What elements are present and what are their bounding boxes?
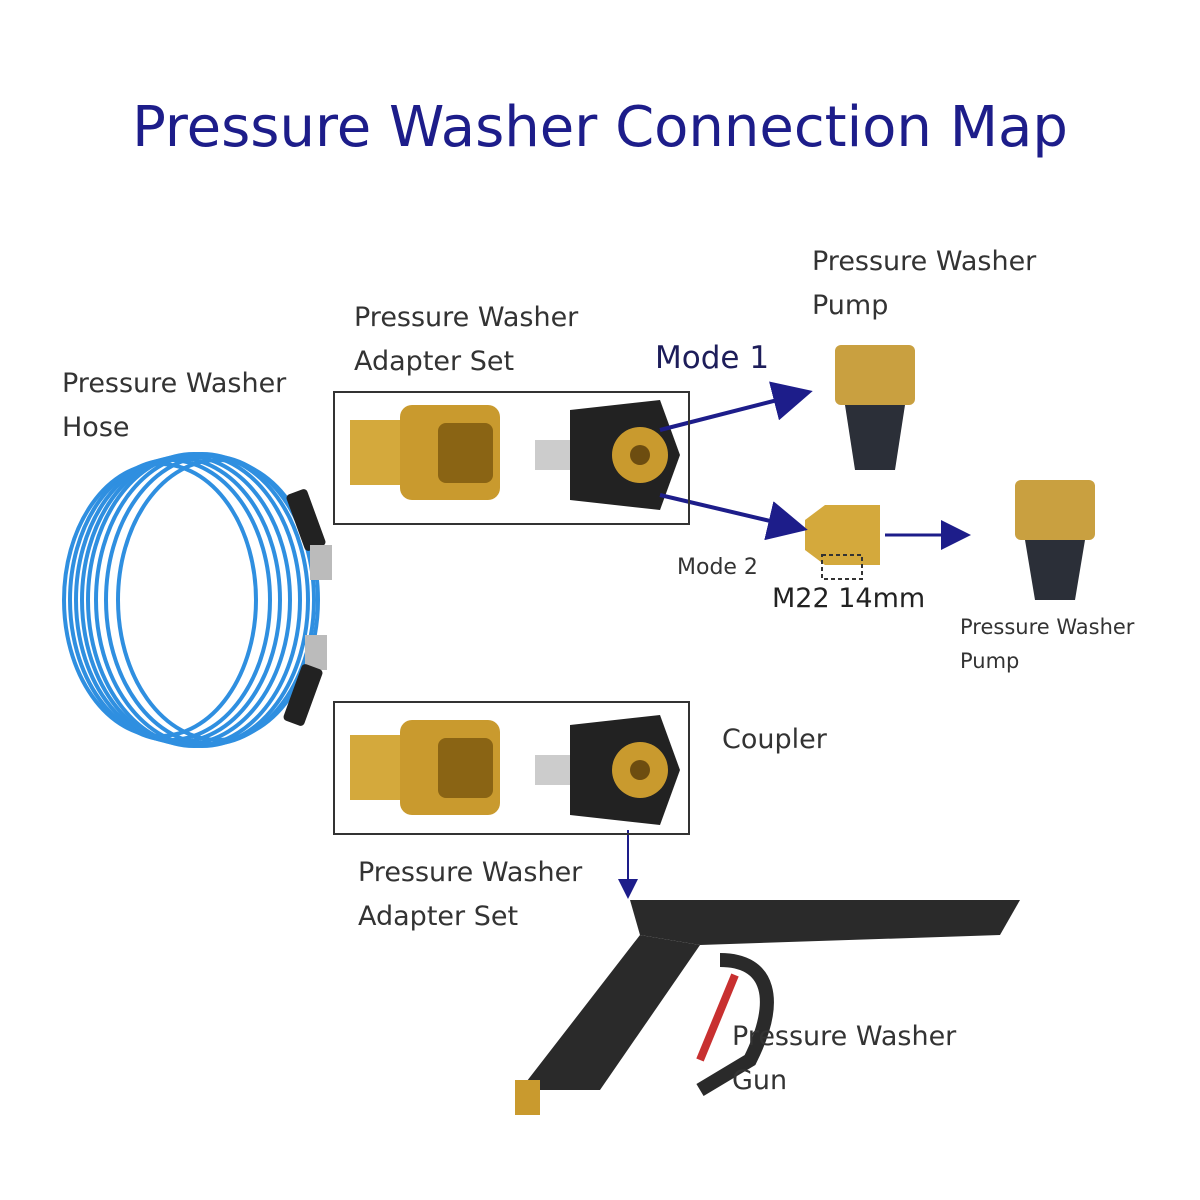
diagram-title: Pressure Washer Connection Map	[132, 95, 1068, 160]
connection-arrows	[618, 381, 971, 899]
label-line: Pressure Washer	[812, 246, 1037, 277]
label-line: Pump	[960, 649, 1020, 673]
adapter-set-bottom-frame	[333, 701, 690, 835]
adapter-set-top-image	[350, 400, 680, 510]
pump-bottom-image	[1015, 480, 1095, 600]
label-line: Pressure Washer	[732, 1021, 957, 1052]
label-line: Adapter Set	[358, 901, 519, 932]
m22-label: M22 14mm	[772, 583, 926, 614]
label-line: Adapter Set	[354, 346, 515, 377]
adapter-set-top-frame	[333, 391, 690, 525]
label-line: Pressure Washer	[358, 857, 583, 888]
label-line: Hose	[62, 412, 130, 443]
m22-adapter-image	[805, 505, 880, 580]
label-line: Pressure Washer	[354, 302, 579, 333]
label-line: Pressure Washer	[62, 368, 287, 399]
arrow-mode1	[659, 381, 813, 432]
label-line: Pressure Washer	[960, 615, 1135, 639]
spray-gun-image	[515, 900, 1020, 1115]
adapter-set-bottom-image	[350, 715, 680, 825]
pump-top-image	[835, 345, 915, 470]
hose-coil-image	[62, 452, 332, 748]
coupler-label: Coupler	[722, 724, 827, 755]
label-line: Pump	[812, 290, 889, 321]
arrow-mode2	[659, 493, 808, 541]
mode1-label: Mode 1	[655, 340, 770, 376]
mode2-label: Mode 2	[677, 555, 758, 580]
label-line: Gun	[732, 1065, 788, 1096]
